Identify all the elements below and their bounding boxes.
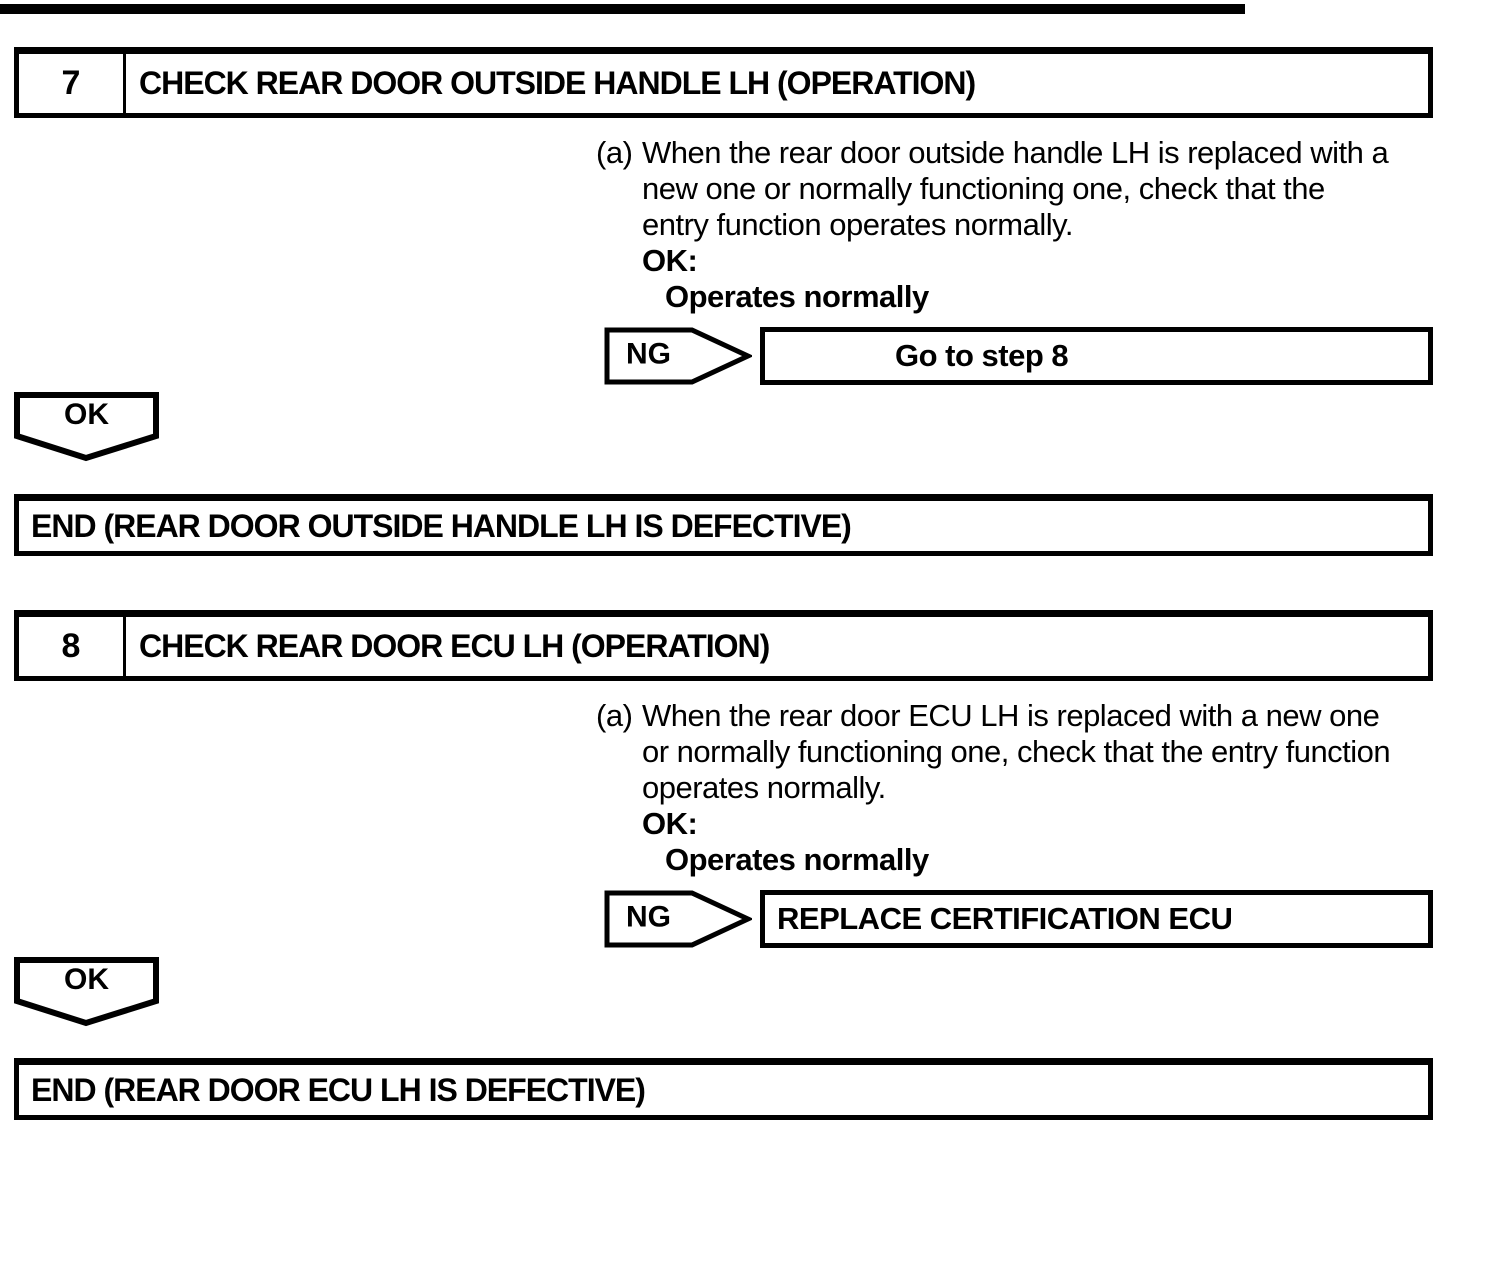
ok-condition-label: OK: — [642, 243, 698, 278]
instruction-item: (a) When the rear door ECU LH is replace… — [596, 698, 1466, 878]
instruction-item-content: When the rear door ECU LH is replaced wi… — [642, 698, 1466, 878]
end-result-label: END (REAR DOOR OUTSIDE HANDLE LH IS DEFE… — [31, 507, 852, 544]
ok-branch-label: OK — [64, 398, 109, 431]
instruction-line: operates normally. — [642, 770, 886, 805]
step-number: 7 — [19, 54, 126, 113]
ng-branch-label: NG — [626, 900, 671, 934]
ng-branch-shape: NG — [604, 890, 752, 948]
ok-down-arrow-icon — [14, 957, 159, 1027]
ng-arrow-icon — [604, 890, 752, 948]
ng-action-label: Go to step 8 — [895, 338, 1069, 373]
end-result-label: END (REAR DOOR ECU LH IS DEFECTIVE) — [31, 1071, 646, 1108]
instruction-line: or normally functioning one, check that … — [642, 734, 1391, 769]
step-8-instructions: (a) When the rear door ECU LH is replace… — [596, 698, 1466, 878]
step-number: 8 — [19, 617, 126, 676]
ng-branch-shape: NG — [604, 327, 752, 385]
ng-action-box: Go to step 8 — [760, 327, 1433, 385]
instruction-line: new one or normally functioning one, che… — [642, 171, 1325, 206]
ng-branch-label: NG — [626, 337, 671, 371]
instruction-item: (a) When the rear door outside handle LH… — [596, 135, 1466, 315]
ok-branch-label: OK — [64, 963, 109, 996]
ok-down-arrow-icon — [14, 392, 159, 462]
ng-action-label: REPLACE CERTIFICATION ECU — [777, 901, 1233, 936]
end-result-box: END (REAR DOOR OUTSIDE HANDLE LH IS DEFE… — [14, 494, 1433, 556]
instruction-line: entry function operates normally. — [642, 207, 1073, 242]
ng-arrow-icon — [604, 327, 752, 385]
instruction-item-label: (a) — [596, 698, 633, 733]
ok-branch-shape: OK — [14, 392, 159, 462]
ok-condition-criteria: Operates normally — [665, 842, 929, 877]
step-title: CHECK REAR DOOR ECU LH (OPERATION) — [139, 628, 770, 664]
step-7-header: 7 CHECK REAR DOOR OUTSIDE HANDLE LH (OPE… — [14, 47, 1433, 118]
page-top-rule — [0, 4, 1245, 14]
instruction-item-label: (a) — [596, 135, 633, 170]
instruction-item-content: When the rear door outside handle LH is … — [642, 135, 1466, 315]
end-result-box: END (REAR DOOR ECU LH IS DEFECTIVE) — [14, 1058, 1433, 1120]
step-8-header: 8 CHECK REAR DOOR ECU LH (OPERATION) — [14, 610, 1433, 681]
step-7-instructions: (a) When the rear door outside handle LH… — [596, 135, 1466, 315]
ok-condition-label: OK: — [642, 806, 698, 841]
ok-branch-shape: OK — [14, 957, 159, 1027]
step-title: CHECK REAR DOOR OUTSIDE HANDLE LH (OPERA… — [139, 65, 976, 101]
ng-action-box: REPLACE CERTIFICATION ECU — [760, 890, 1433, 948]
instruction-line: When the rear door ECU LH is replaced wi… — [642, 698, 1380, 733]
instruction-line: When the rear door outside handle LH is … — [642, 135, 1389, 170]
ok-condition-criteria: Operates normally — [665, 279, 929, 314]
